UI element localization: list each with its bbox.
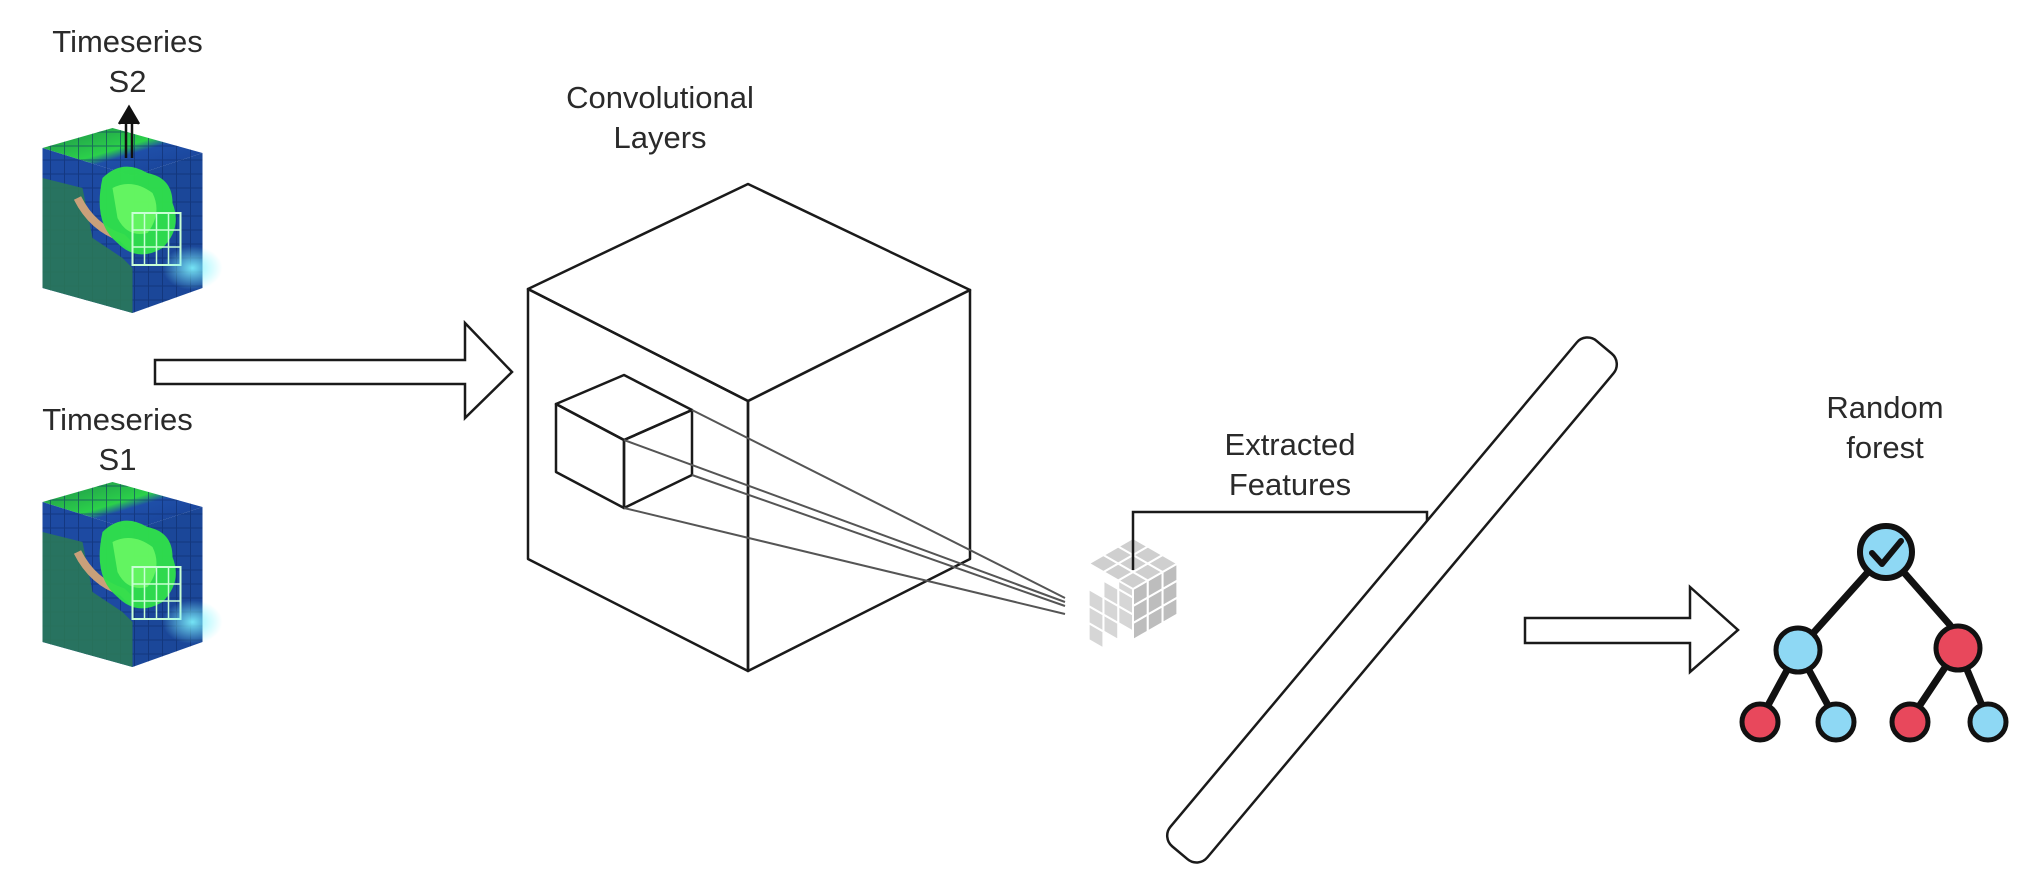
feature-cell [1102, 578, 1120, 608]
label-line: Timeseries [42, 402, 193, 437]
feature-grid-cube-icon [1086, 536, 1180, 651]
feature-cell [1087, 587, 1105, 617]
convolutional-layer-cube [526, 182, 972, 673]
label-line: Features [1228, 467, 1352, 502]
output-arrow [1523, 584, 1740, 675]
convolution-kernel-cube [554, 373, 694, 510]
label-line: Random [1826, 390, 1944, 425]
projection-lines [623, 409, 1066, 615]
check-icon [1869, 538, 1904, 567]
label-line: forest [1846, 430, 1924, 465]
satellite-image-cube-icon-s1 [43, 482, 223, 667]
label-line: Layers [613, 120, 707, 155]
label-line: Extracted [1224, 427, 1356, 462]
label-timeseries-s2: Timeseries S2 [30, 22, 225, 102]
input-arrow [153, 319, 514, 421]
label-extracted-features: Extracted Features [1190, 425, 1390, 505]
label-line: S2 [108, 64, 147, 99]
flattened-feature-vector [1165, 336, 1619, 864]
up-arrow-icon [117, 104, 141, 158]
label-random-forest: Random forest [1810, 388, 1960, 468]
label-line: Convolutional [566, 80, 754, 115]
label-convolutional-layers: Convolutional Layers [540, 78, 780, 158]
label-line: S1 [98, 442, 137, 477]
label-line: Timeseries [52, 24, 203, 59]
decision-tree-icon [1739, 523, 2027, 750]
label-timeseries-s1: Timeseries S1 [20, 400, 215, 480]
